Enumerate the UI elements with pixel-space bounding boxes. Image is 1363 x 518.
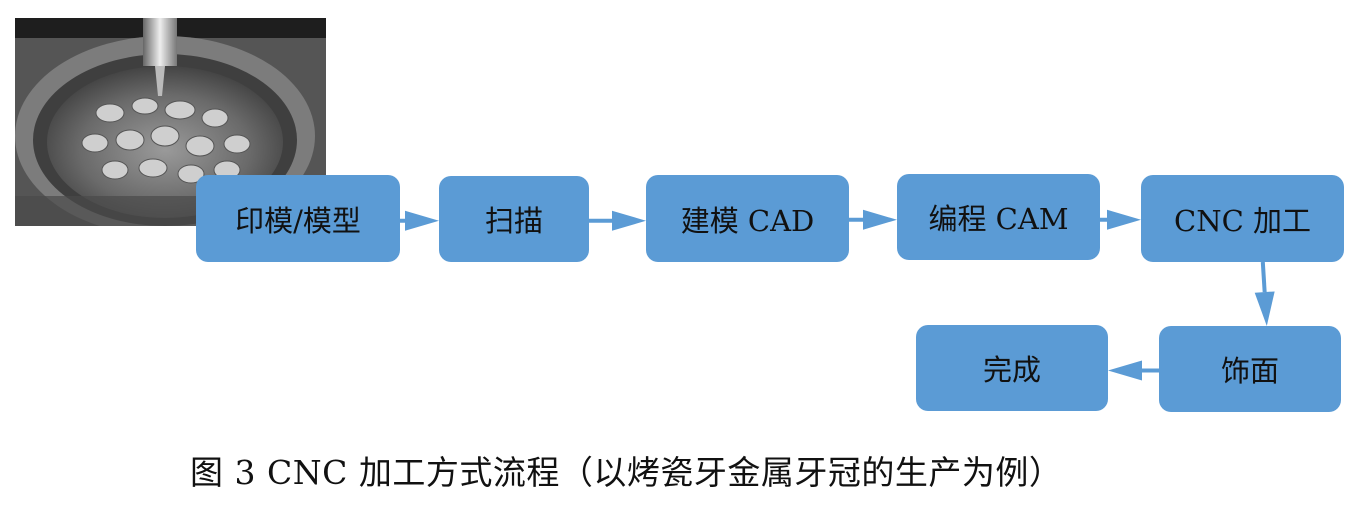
figure-caption: 图 3 CNC 加工方式流程（以烤瓷牙金属牙冠的生产为例） (190, 453, 1063, 492)
arrow-finish-to-done-head (1108, 360, 1142, 381)
step-label: 印模/模型 (235, 203, 361, 238)
step-veneering: 饰面 (1159, 326, 1341, 412)
step-label: 扫描 (484, 204, 543, 238)
arrow-impression-to-scan-head (405, 210, 439, 231)
step-cam-programming: 编程 CAM (897, 174, 1100, 260)
step-cad-modeling: 建模 CAD (646, 175, 849, 262)
step-label: 建模 CAD (680, 203, 815, 238)
step-label: 饰面 (1220, 354, 1279, 388)
arrow-scan-to-cad-head (612, 210, 646, 231)
step-cnc-machining: CNC 加工 (1141, 175, 1344, 262)
step-label: CNC 加工 (1174, 203, 1311, 238)
step-label: 完成 (982, 353, 1041, 387)
step-label: 编程 CAM (928, 202, 1069, 236)
step-impression-model: 印模/模型 (196, 175, 400, 262)
step-complete: 完成 (916, 325, 1108, 411)
arrow-cad-to-cam-head (863, 209, 897, 230)
arrow-cnc-to-finish-line (1260, 261, 1267, 293)
arrow-cam-to-cnc-head (1107, 209, 1141, 230)
arrow-cnc-to-finish-head (1254, 291, 1275, 326)
step-scan: 扫描 (439, 176, 589, 262)
